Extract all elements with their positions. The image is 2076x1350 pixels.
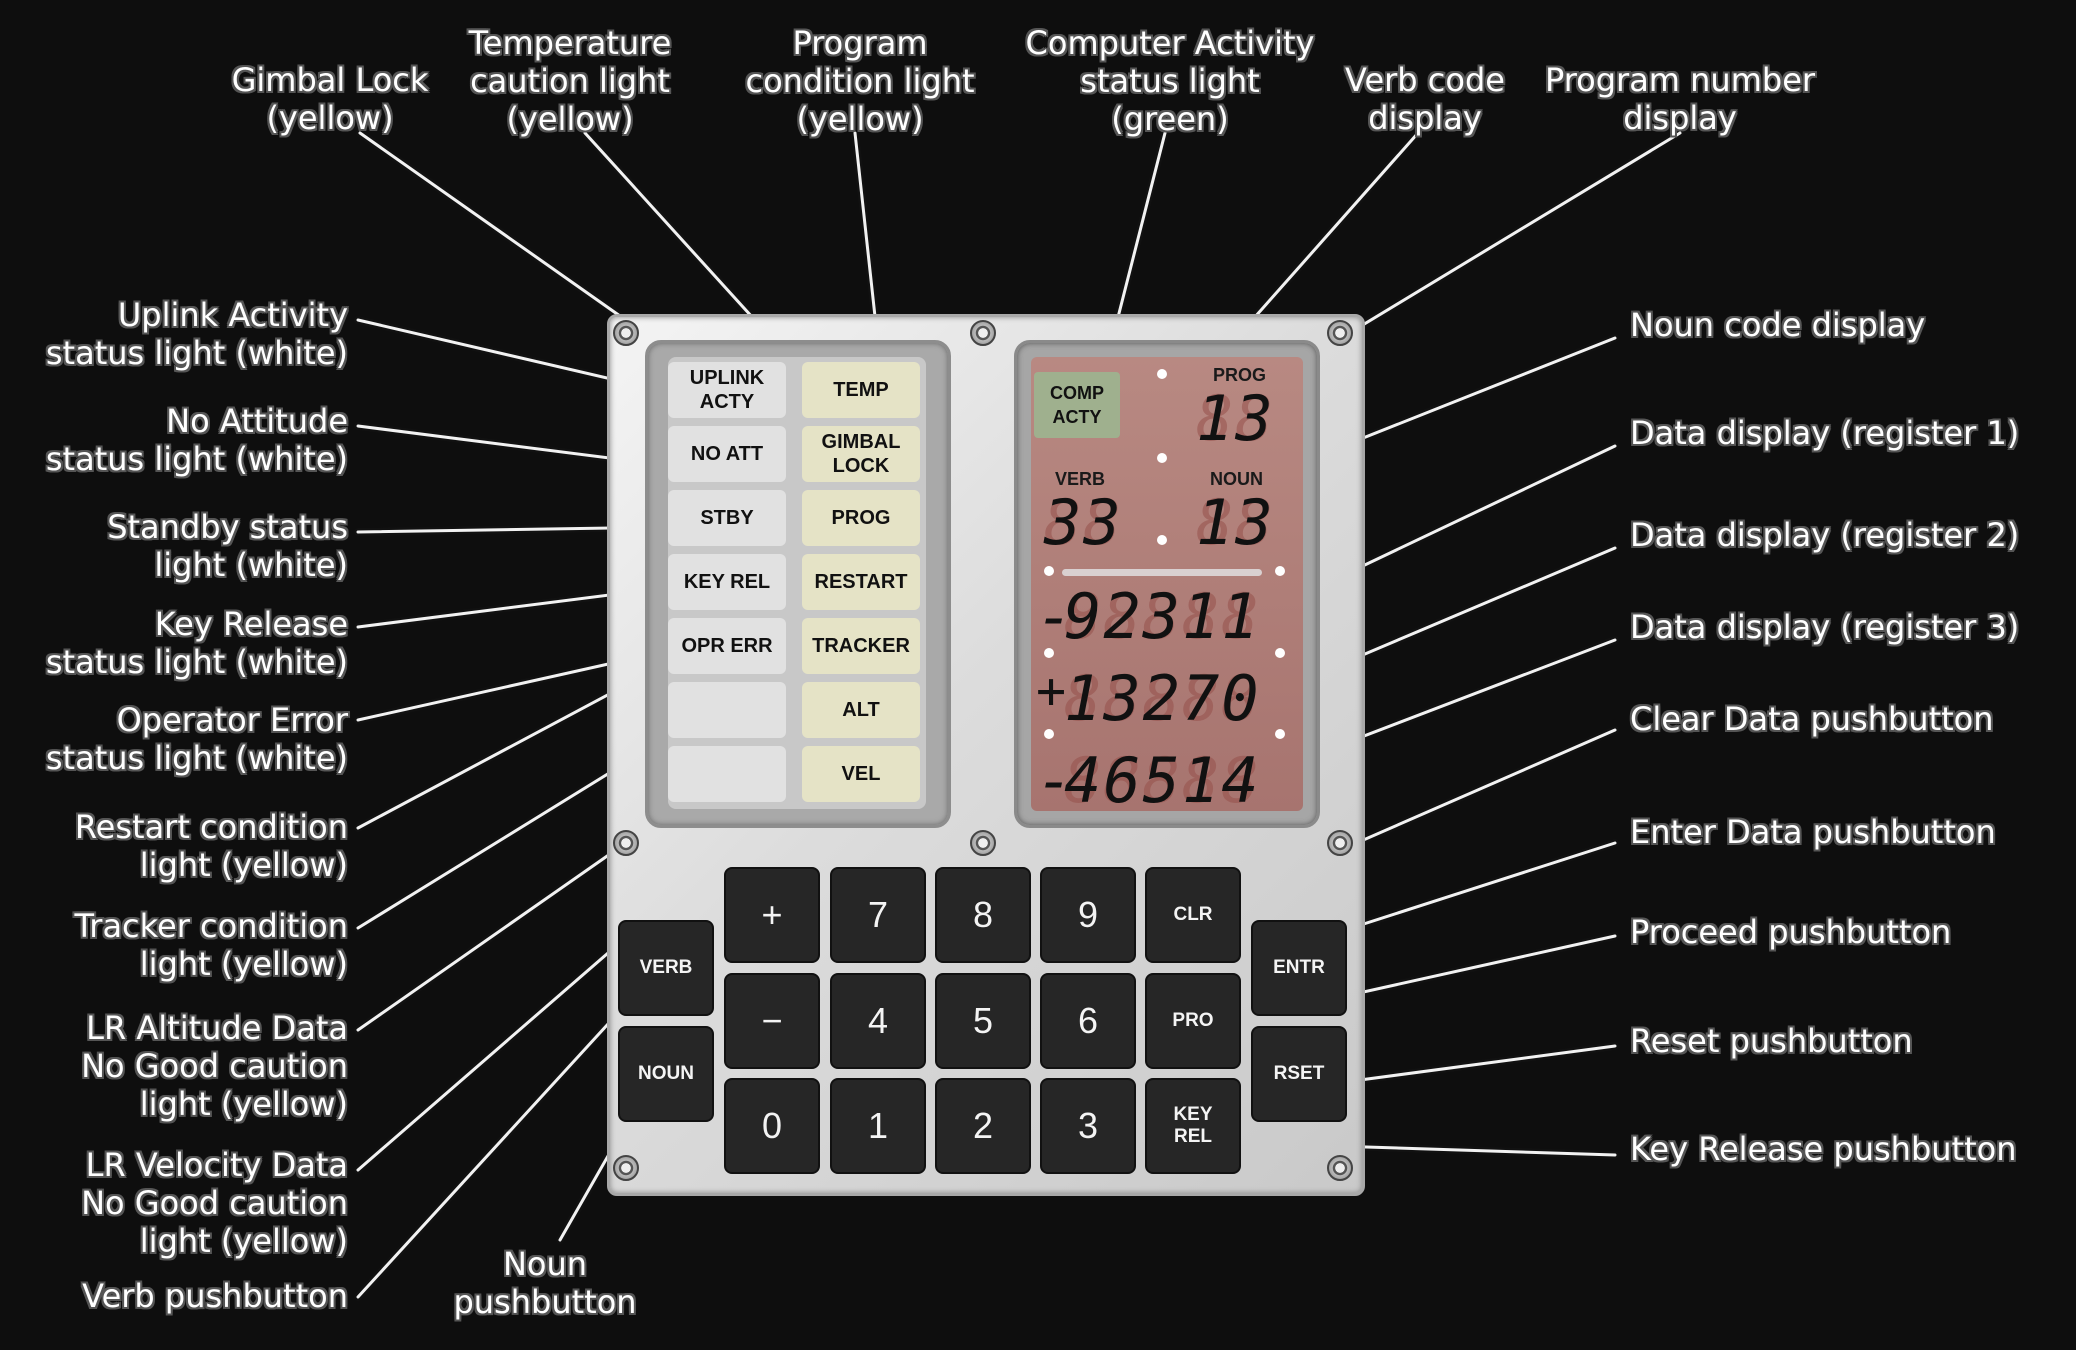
pro-button[interactable]: PRO	[1145, 973, 1241, 1069]
label-stby: Standby status light (white)	[107, 508, 348, 584]
display-separator	[1062, 569, 1262, 576]
r3-sign: -	[1036, 744, 1076, 817]
digit-4-button[interactable]: 4	[830, 973, 926, 1069]
lamp-alt: ALT	[802, 682, 920, 738]
screw-icon	[613, 320, 639, 346]
screw-icon	[970, 830, 996, 856]
verb-label: VERB	[1055, 469, 1106, 489]
display-dot	[1275, 648, 1285, 658]
lamp-tracker: TRACKER	[802, 618, 920, 674]
noun-label: NOUN	[1210, 469, 1263, 489]
register-2-display: 13270	[1064, 662, 1261, 735]
label-key-rel: Key Release status light (white)	[45, 605, 348, 681]
label-noun-code: Noun code display	[1630, 306, 1926, 344]
screw-icon	[1327, 320, 1353, 346]
digit-1-button[interactable]: 1	[830, 1078, 926, 1174]
entr-button[interactable]: ENTR	[1251, 920, 1347, 1016]
noun-code-display: 13	[1196, 486, 1275, 559]
screw-icon	[970, 320, 996, 346]
label-noun-button: Noun pushbutton	[453, 1245, 637, 1321]
label-opr-err: Operator Error status light (white)	[45, 701, 348, 777]
lamp-key-rel: KEY REL	[668, 554, 786, 610]
display-dot	[1157, 453, 1167, 463]
label-register-1: Data display (register 1)	[1630, 414, 2020, 452]
r1-digits-ghost: 88888	[1064, 580, 1261, 653]
screw-icon	[1327, 830, 1353, 856]
label-comp-acty: Computer Activity status light (green)	[1025, 24, 1315, 138]
r3-digits-ghost: 88888	[1064, 744, 1261, 817]
r2-digits-ghost: 88888	[1064, 662, 1261, 735]
lamp-opr-err: OPR ERR	[668, 618, 786, 674]
lamp-blank-2	[668, 746, 786, 802]
label-pro: Proceed pushbutton	[1630, 913, 1952, 951]
verb-code-display: 33	[1044, 486, 1123, 559]
label-register-3: Data display (register 3)	[1630, 608, 2020, 646]
label-temp: Temperature caution light (yellow)	[468, 24, 672, 138]
label-prog-num: Program number display	[1544, 61, 1816, 137]
display-dot	[1275, 729, 1285, 739]
register-3-display: 46514	[1064, 744, 1261, 817]
verb-button[interactable]: VERB	[618, 920, 714, 1016]
label-vel: LR Velocity Data No Good caution light (…	[81, 1146, 348, 1260]
label-prog-light: Program condition light (yellow)	[745, 24, 975, 138]
label-verb-code: Verb code display	[1345, 61, 1505, 137]
comp-acty-light: COMP ACTY	[1034, 372, 1120, 438]
display-dot	[1157, 369, 1167, 379]
lamp-blank-1	[668, 682, 786, 738]
display-dot	[1044, 648, 1054, 658]
minus-button[interactable]: −	[724, 973, 820, 1069]
label-restart: Restart condition light (yellow)	[74, 808, 348, 884]
digit-6-button[interactable]: 6	[1040, 973, 1136, 1069]
label-verb-button: Verb pushbutton	[82, 1277, 348, 1315]
lamp-prog: PROG	[802, 490, 920, 546]
label-no-att: No Attitude status light (white)	[45, 402, 348, 478]
label-tracker: Tracker condition light (yellow)	[74, 907, 348, 983]
screw-icon	[1327, 1155, 1353, 1181]
r1-sign: -	[1036, 580, 1076, 653]
display-dot	[1275, 566, 1285, 576]
prog-label: PROG	[1213, 365, 1267, 385]
lamp-temp: TEMP	[802, 362, 920, 418]
digit-2-button[interactable]: 2	[935, 1078, 1031, 1174]
label-entr: Enter Data pushbutton	[1630, 813, 1996, 851]
digit-5-button[interactable]: 5	[935, 973, 1031, 1069]
key-rel-button[interactable]: KEY REL	[1145, 1078, 1241, 1174]
verb-digits-ghost: 88	[1044, 486, 1123, 559]
display-dot	[1044, 566, 1054, 576]
lamp-vel: VEL	[802, 746, 920, 802]
label-register-2: Data display (register 2)	[1630, 516, 2020, 554]
clr-button[interactable]: CLR	[1145, 867, 1241, 963]
label-gimbal-lock: Gimbal Lock (yellow)	[231, 61, 429, 137]
prog-number-display: 13	[1196, 382, 1275, 455]
digit-8-button[interactable]: 8	[935, 867, 1031, 963]
screw-icon	[613, 830, 639, 856]
plus-button[interactable]: +	[724, 867, 820, 963]
display-dot	[1044, 729, 1054, 739]
digit-9-button[interactable]: 9	[1040, 867, 1136, 963]
digit-3-button[interactable]: 3	[1040, 1078, 1136, 1174]
label-rset: Reset pushbutton	[1630, 1022, 1913, 1060]
prog-digits-ghost: 88	[1196, 382, 1275, 455]
label-uplink: Uplink Activity status light (white)	[45, 296, 348, 372]
lamp-gimbal-lock: GIMBAL LOCK	[802, 426, 920, 482]
noun-button[interactable]: NOUN	[618, 1026, 714, 1122]
lamp-stby: STBY	[668, 490, 786, 546]
lamp-restart: RESTART	[802, 554, 920, 610]
digit-7-button[interactable]: 7	[830, 867, 926, 963]
r2-sign: +	[1036, 662, 1069, 720]
noun-digits-ghost: 88	[1196, 486, 1275, 559]
label-alt: LR Altitude Data No Good caution light (…	[81, 1009, 348, 1123]
register-1-display: 92311	[1064, 580, 1261, 653]
lamp-no-att: NO ATT	[668, 426, 786, 482]
digit-0-button[interactable]: 0	[724, 1078, 820, 1174]
screw-icon	[613, 1155, 639, 1181]
display-dot	[1157, 535, 1167, 545]
rset-button[interactable]: RSET	[1251, 1026, 1347, 1122]
label-clr: Clear Data pushbutton	[1630, 700, 1994, 738]
lamp-uplink-acty: UPLINK ACTY	[668, 362, 786, 418]
label-key-rel-button: Key Release pushbutton	[1630, 1130, 2017, 1168]
